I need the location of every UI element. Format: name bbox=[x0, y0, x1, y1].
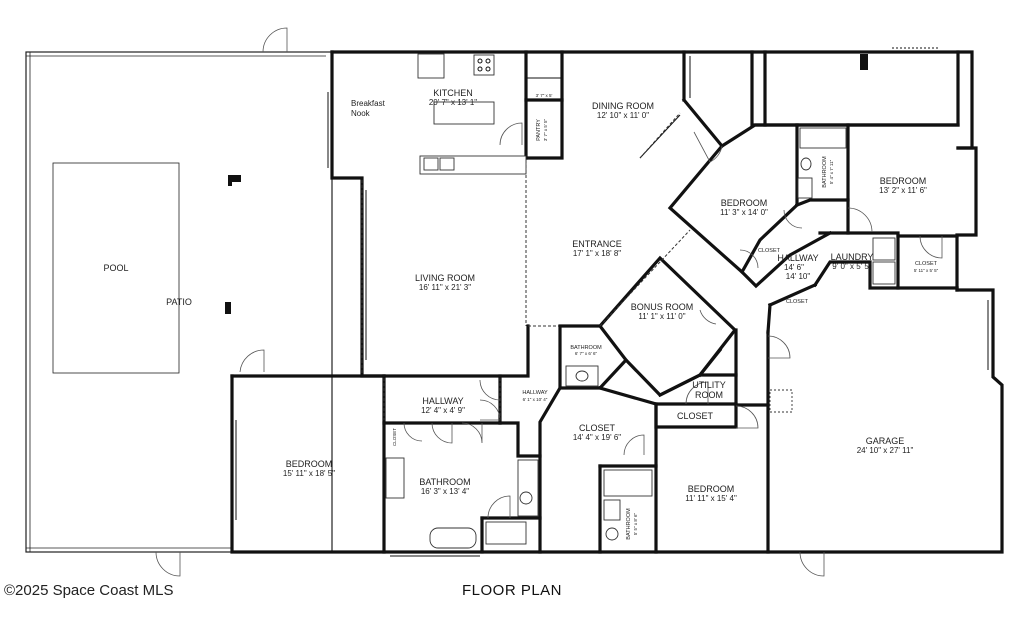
closet-center-label: CLOSET bbox=[758, 248, 781, 254]
hallway-mid-dim: 6' 1" x 10' 4" bbox=[523, 397, 548, 402]
closet-large-dim: 14' 4" x 19' 6" bbox=[573, 433, 621, 442]
living-room-label: LIVING ROOM bbox=[415, 273, 475, 283]
floor-plan-caption: FLOOR PLAN bbox=[461, 582, 563, 599]
breakfast-nook-line2: Nook bbox=[351, 109, 371, 118]
kitchen-label: KITCHEN bbox=[433, 88, 473, 98]
bedroom-left-label: BEDROOM bbox=[286, 459, 333, 469]
doors bbox=[361, 112, 943, 577]
hallway-mid-label: HALLWAY bbox=[522, 390, 548, 396]
bathroom-main-dim: 16' 3" x 13' 4" bbox=[421, 487, 469, 496]
windows bbox=[235, 47, 989, 557]
hallway-right-label: HALLWAY bbox=[777, 253, 818, 263]
closet-small-dim: 3' 7" x 5' bbox=[536, 93, 553, 98]
closet-large-label: CLOSET bbox=[579, 423, 616, 433]
bedroom-left-dim: 15' 11" x 18' 5" bbox=[283, 469, 335, 478]
hallway-left-label: HALLWAY bbox=[422, 396, 463, 406]
bedroom-bottom-label: BEDROOM bbox=[688, 484, 735, 494]
room-labels: POOL PATIO Breakfast Nook KITCHEN 20' 7"… bbox=[103, 88, 938, 540]
laundry-label: LAUNDRY bbox=[831, 252, 874, 262]
hallway-right-dim1: 14' 6" bbox=[784, 263, 804, 272]
pantry-label: PANTRY bbox=[536, 119, 542, 141]
bedroom-bottom-dim: 11' 11" x 15' 4" bbox=[685, 494, 737, 503]
breakfast-nook-line1: Breakfast bbox=[351, 99, 386, 108]
garage-dim: 24' 10" x 27' 11" bbox=[857, 446, 914, 455]
kitchen-dim: 20' 7" x 13' 1" bbox=[429, 98, 477, 107]
interior-walls bbox=[382, 50, 960, 554]
bonus-room-dim: 11' 1" x 11' 0" bbox=[638, 312, 685, 321]
fixtures bbox=[385, 53, 896, 549]
entrance-dim: 17' 1" x 18' 8" bbox=[573, 249, 621, 258]
bathroom-main-label: BATHROOM bbox=[419, 477, 470, 487]
bathroom-bottom-label: BATHROOM bbox=[626, 508, 632, 540]
utility-room-line2: ROOM bbox=[695, 390, 723, 400]
hallway-left-dim: 12' 4" x 4' 9" bbox=[421, 406, 465, 415]
patio-label: PATIO bbox=[166, 297, 192, 307]
pantry-dim: 3' 7" x 5' 5" bbox=[543, 119, 548, 142]
pool-outline bbox=[52, 162, 180, 374]
entrance-label: ENTRANCE bbox=[572, 239, 622, 249]
bedroom-center-label: BEDROOM bbox=[721, 198, 768, 208]
closet-hall-label: CLOSET bbox=[786, 299, 809, 305]
dining-room-label: DINING ROOM bbox=[592, 101, 654, 111]
pool-label: POOL bbox=[103, 263, 128, 273]
living-room-dim: 16' 11" x 21' 3" bbox=[419, 283, 471, 292]
bedroom-right-label: BEDROOM bbox=[880, 176, 927, 186]
bathroom-top-label: BATHROOM bbox=[822, 156, 828, 188]
bathroom-top-dim: 5' 4" x 7' 11" bbox=[829, 159, 834, 184]
closet-utility-label: CLOSET bbox=[677, 411, 714, 421]
closet-right-label: CLOSET bbox=[915, 261, 938, 267]
copyright-notice: ©2025 Space Coast MLS bbox=[4, 582, 174, 599]
bathroom-small-dim: 6' 7" x 6' 6" bbox=[575, 351, 598, 356]
bathroom-small-label: BATHROOM bbox=[570, 345, 602, 351]
utility-room-line1: UTILITY bbox=[692, 380, 726, 390]
hallway-right-dim2: 14' 10" bbox=[786, 272, 811, 281]
dining-room-dim: 12' 10" x 11' 0" bbox=[597, 111, 649, 120]
bathroom-bottom-dim: 5' 5" x 8' 6" bbox=[633, 513, 638, 536]
garage-label: GARAGE bbox=[866, 436, 905, 446]
bedroom-center-dim: 11' 3" x 14' 0" bbox=[720, 208, 768, 217]
laundry-dim: 9' 0" x 5' 5" bbox=[832, 262, 872, 271]
closet-right-dim: 5' 11" x 5' 5" bbox=[914, 268, 939, 273]
bedroom-right-dim: 13' 2" x 11' 6" bbox=[879, 186, 927, 195]
closet-tiny-label: CLOSET bbox=[392, 428, 397, 446]
patio-area bbox=[25, 27, 333, 577]
bonus-room-label: BONUS ROOM bbox=[631, 302, 694, 312]
